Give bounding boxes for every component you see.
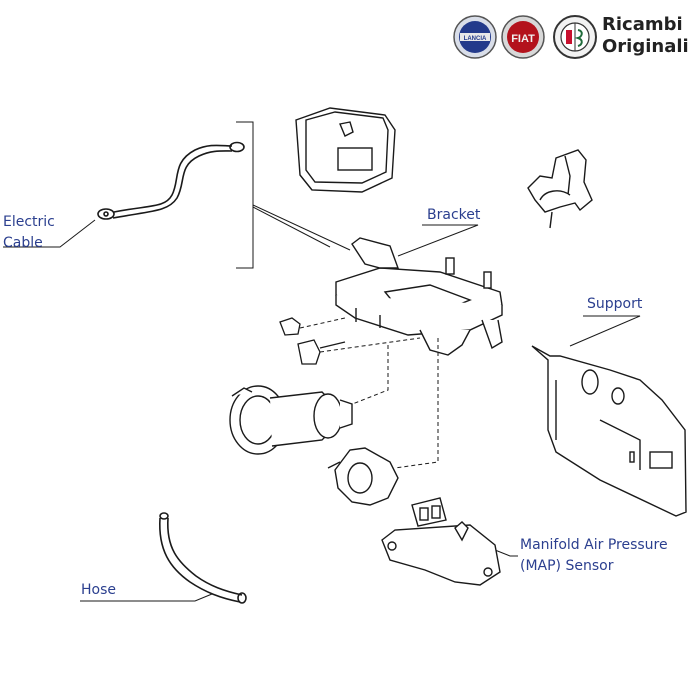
- brand-line-1: Ricambi: [602, 14, 683, 35]
- electric-cable-part: [97, 141, 245, 220]
- lancia-logo: LANCIA: [453, 15, 497, 59]
- map-sensor-part: [381, 497, 501, 586]
- label-map-sensor-line1: Manifold Air Pressure: [520, 537, 668, 553]
- label-support: Support: [587, 296, 643, 312]
- bracket-part: [335, 237, 503, 356]
- label-bracket: Bracket: [427, 207, 481, 223]
- clamp-part-small: [327, 447, 399, 506]
- brand-line-2: Originali: [602, 36, 689, 57]
- leader-lines: [3, 121, 641, 602]
- label-map-sensor-line2: (MAP) Sensor: [520, 558, 614, 574]
- svg-text:FIAT: FIAT: [511, 33, 535, 45]
- brand-title: Ricambi Originali: [602, 14, 689, 58]
- clamp-part-top: [527, 149, 593, 229]
- assembly-dashed-lines: [299, 317, 439, 469]
- fiat-logo: FIAT: [501, 15, 545, 59]
- hose-part: [159, 512, 247, 604]
- label-electric-cable-line2: Cable: [3, 235, 43, 251]
- alfa-romeo-logo: [553, 15, 597, 59]
- label-electric-cable-line1: Electric: [3, 214, 55, 230]
- small-clips-part: [279, 317, 346, 365]
- clamp-part-large: [229, 385, 353, 455]
- label-map-sensor: Manifold Air Pressure (MAP) Sensor: [520, 535, 668, 577]
- svg-text:LANCIA: LANCIA: [464, 36, 487, 42]
- label-electric-cable: Electric Cable: [3, 212, 55, 254]
- label-hose: Hose: [81, 582, 116, 598]
- ecu-part: [295, 107, 396, 193]
- support-part: [531, 345, 687, 517]
